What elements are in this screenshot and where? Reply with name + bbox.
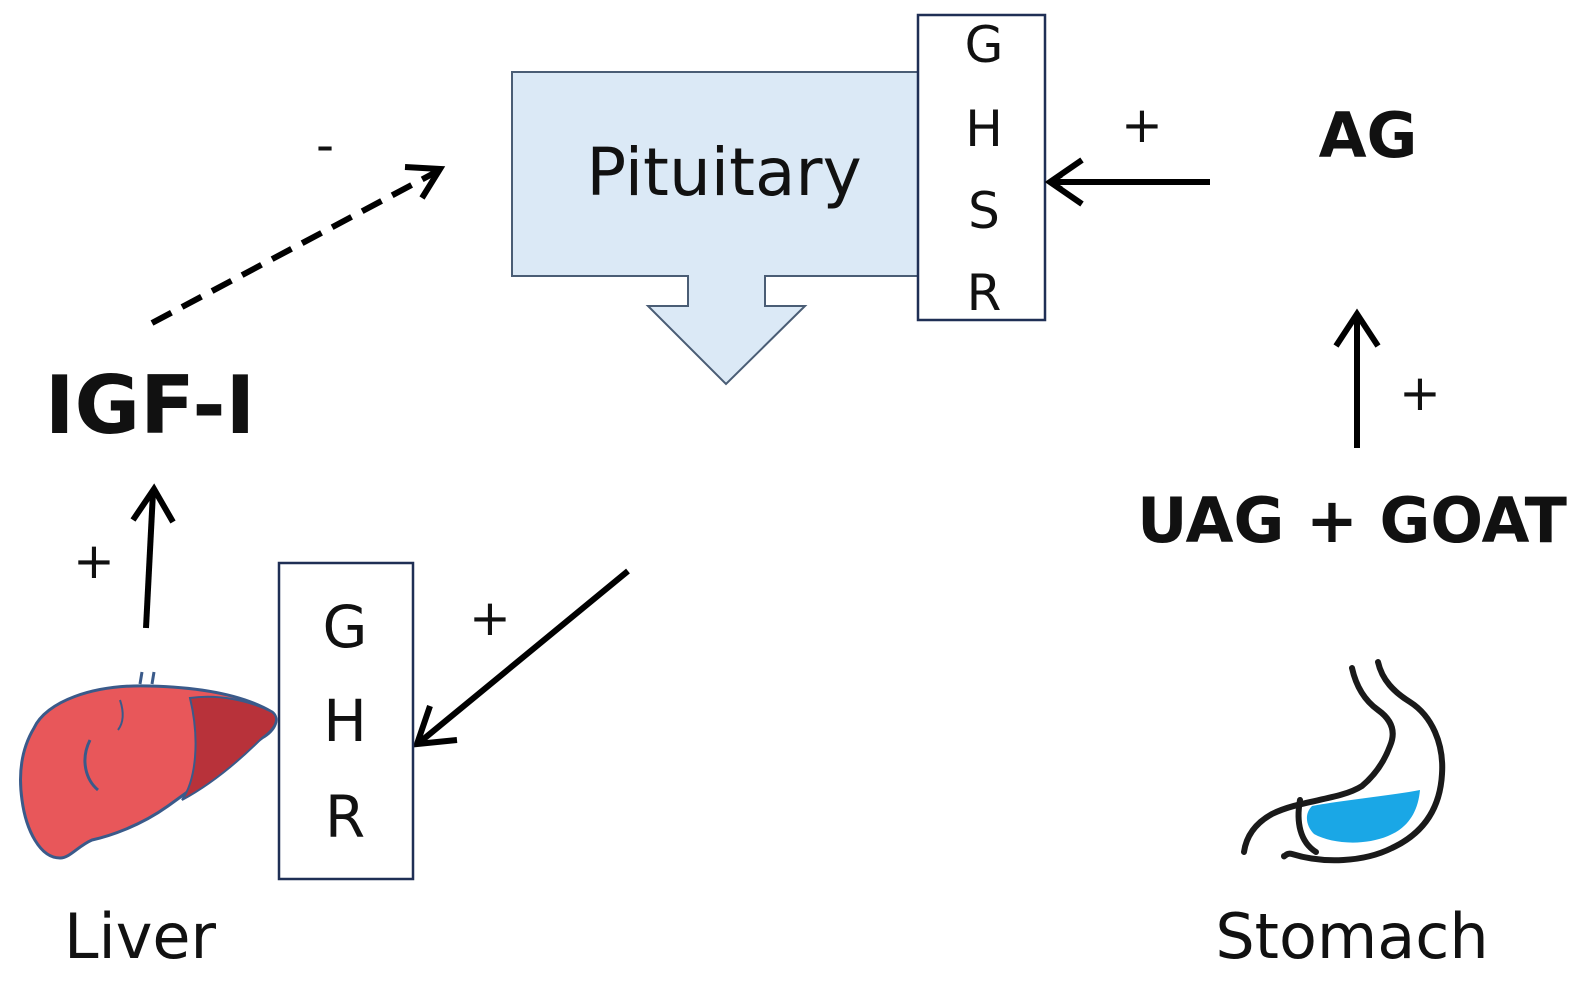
igf-to-pituitary-arrowhead <box>404 164 446 200</box>
ghr-receptor-box <box>277 561 415 881</box>
ghsr-letter-s: S <box>968 182 1000 240</box>
ghsr-letter-h: H <box>965 100 1003 158</box>
stomach-fluid <box>1306 790 1420 843</box>
ag-to-ghsr-arrowhead <box>1044 157 1084 207</box>
pituitary-to-ghr-arrowhead <box>412 705 458 748</box>
ghsr-receptor-box <box>916 13 1047 322</box>
ghsr-letter-g: G <box>965 16 1004 74</box>
liver-to-igf-arrowhead <box>130 483 176 524</box>
ghr-letter-r: R <box>325 783 365 851</box>
igf-label: IGF-I <box>45 359 256 452</box>
igf-to-pituitary-dashed-arrow <box>150 169 438 326</box>
pituitary-to-ghr-sign: + <box>469 589 511 647</box>
igf-to-pituitary-sign: - <box>316 116 334 174</box>
uag-to-ag-arrowhead <box>1333 308 1381 348</box>
liver-to-igf-arrow <box>143 491 156 629</box>
ghr-letter-g: G <box>323 593 368 661</box>
liver-label: Liver <box>64 900 217 973</box>
pituitary-to-ghr-arrow <box>418 568 630 745</box>
pituitary-label: Pituitary <box>586 134 861 211</box>
uag-to-ag-sign: + <box>1399 364 1441 422</box>
stomach-icon <box>1241 659 1446 864</box>
liver-icon <box>19 671 278 860</box>
uag-goat-label: UAG + GOAT <box>1137 484 1567 557</box>
ghr-letter-h: H <box>323 687 367 755</box>
stomach-label: Stomach <box>1215 900 1488 973</box>
ghsr-letter-r: R <box>967 264 1002 322</box>
pituitary-block-arrow <box>511 71 923 386</box>
ag-to-ghsr-sign: + <box>1121 96 1163 154</box>
ag-label: AG <box>1319 99 1418 172</box>
liver-to-igf-sign: + <box>73 532 115 590</box>
